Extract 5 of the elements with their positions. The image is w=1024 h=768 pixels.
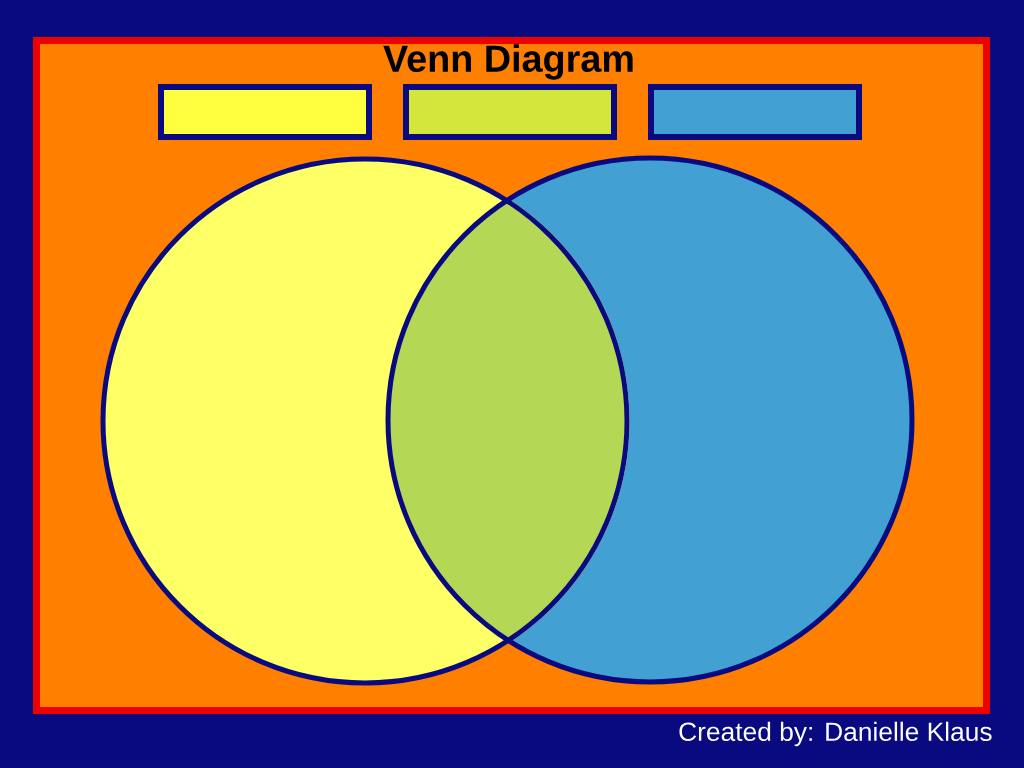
answer-box — [158, 84, 372, 140]
answer-box — [403, 84, 617, 140]
answer-box — [648, 84, 862, 140]
credit-text: Created by: Danielle Klaus — [679, 721, 992, 747]
title: Venn Diagram — [383, 44, 633, 80]
